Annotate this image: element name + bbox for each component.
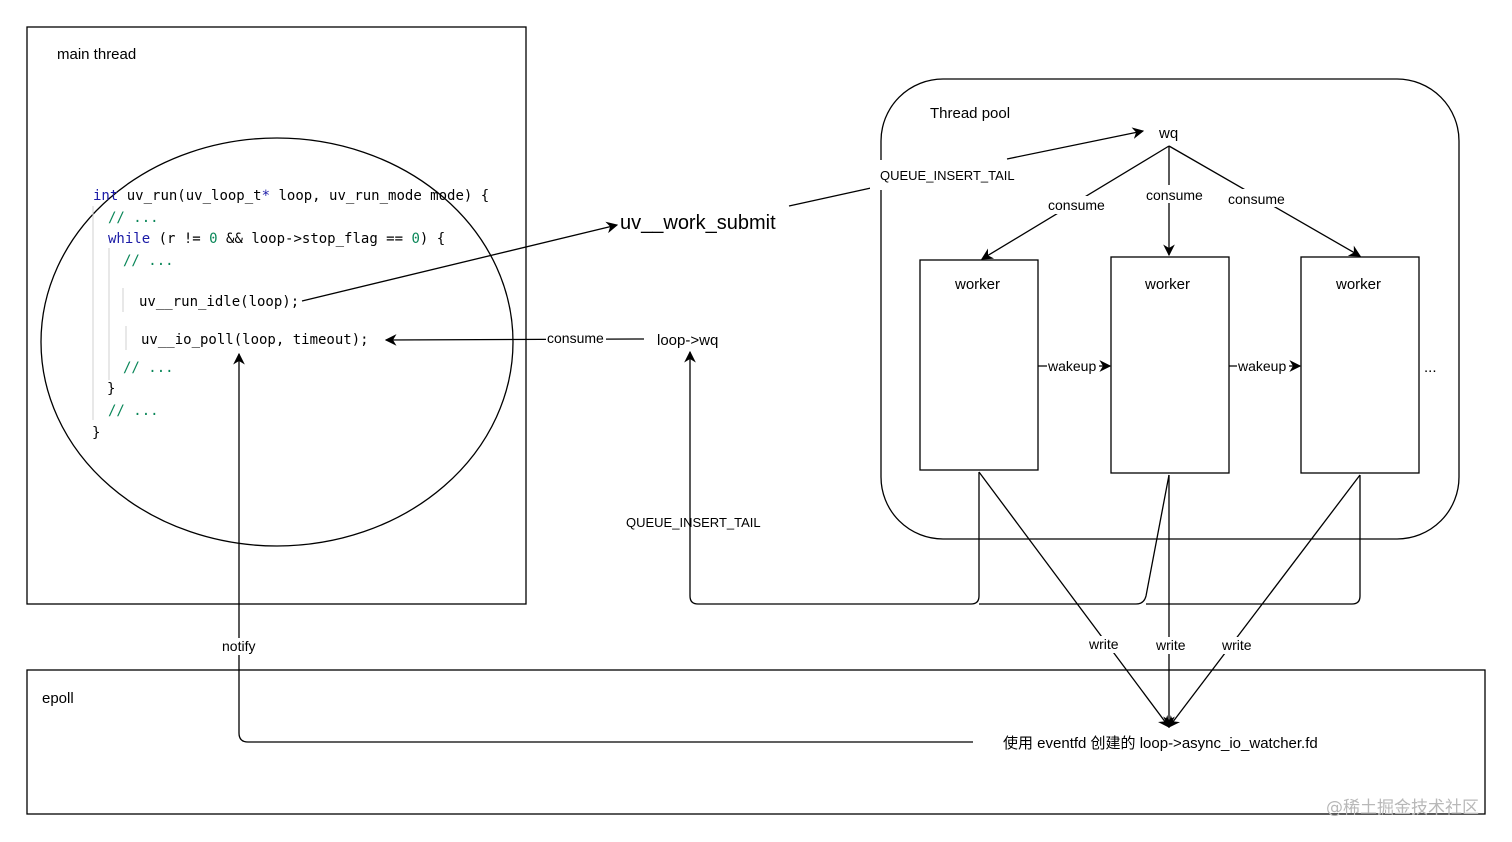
worker-1: worker (919, 259, 1039, 471)
consume-label-main: consume (547, 330, 604, 346)
worker-3-label: worker (1335, 276, 1381, 293)
code-comment-4: // ... (108, 403, 159, 419)
consume-label-worker-3: consume (1228, 191, 1285, 207)
worker-1-label: worker (954, 276, 1000, 293)
epoll-title: epoll (42, 690, 74, 707)
write-label-2: write (1155, 637, 1186, 653)
wq-label: wq (1158, 125, 1178, 142)
code-indent-guides (92, 206, 127, 420)
notify-label: notify (222, 638, 255, 654)
epoll-box: epoll 使用 eventfd 创建的 loop->async_io_watc… (26, 669, 1486, 815)
notify-label-bg (219, 638, 259, 655)
queue-insert-tail-label-bottom: QUEUE_INSERT_TAIL (626, 515, 761, 530)
wakeup-label-1: wakeup (1047, 358, 1096, 374)
consume-label-worker-1: consume (1048, 197, 1105, 213)
submit-to-queue-line (788, 185, 881, 207)
event-loop-circle (40, 137, 514, 547)
main-thread-title: main thread (57, 46, 136, 63)
notify-arrow (233, 352, 973, 743)
wq-consume-arrows: consume consume consume (980, 145, 1362, 260)
code-comment-3: // ... (123, 360, 174, 376)
code-line-signature: int uv_run(uv_loop_t* loop, uv_run_mode … (93, 188, 489, 204)
queue-to-wq-arrow (1006, 127, 1145, 160)
write-label-1: write (1088, 636, 1119, 652)
consume-label-worker-2: consume (1146, 187, 1203, 203)
consume-label-bg (546, 331, 606, 346)
code-line-idle: uv__run_idle(loop); (139, 294, 299, 310)
thread-pool-box: Thread pool QUEUE_INSERT_TAIL wq (870, 78, 1460, 540)
eventfd-label: 使用 eventfd 创建的 loop->async_io_watcher.fd (1003, 735, 1318, 752)
uv-work-submit-label: uv__work_submit (620, 212, 776, 234)
watermark: @稀土掘金技术社区 (1326, 798, 1479, 818)
queue-insert-tail-label-top: QUEUE_INSERT_TAIL (880, 168, 1015, 183)
loop-wq-label: loop->wq (657, 332, 718, 349)
wakeup-label-2: wakeup (1237, 358, 1286, 374)
write-arrows: write write write (978, 471, 1361, 729)
uv-run-code: int uv_run(uv_loop_t* loop, uv_run_mode … (92, 188, 489, 441)
more-workers-ellipsis: ... (1424, 359, 1437, 376)
code-line-poll: uv__io_poll(loop, timeout); (141, 332, 369, 348)
code-close-outer: } (92, 425, 100, 441)
code-comment-2: // ... (123, 253, 174, 269)
worker-2: worker (1110, 256, 1230, 474)
write-label-3: write (1221, 637, 1252, 653)
code-close-inner: } (107, 381, 115, 397)
code-comment-1: // ... (108, 210, 159, 226)
workers-to-loop-wq-paths (684, 350, 1361, 605)
idle-to-submit-arrow (301, 221, 619, 302)
wakeup-arrows: wakeup wakeup (1038, 358, 1302, 374)
worker-3: worker (1300, 256, 1420, 474)
worker-2-label: worker (1144, 276, 1190, 293)
thread-pool-title: Thread pool (930, 105, 1010, 122)
main-thread-box: main thread (26, 26, 527, 605)
code-line-while: while (r != 0 && loop->stop_flag == 0) { (108, 231, 445, 247)
